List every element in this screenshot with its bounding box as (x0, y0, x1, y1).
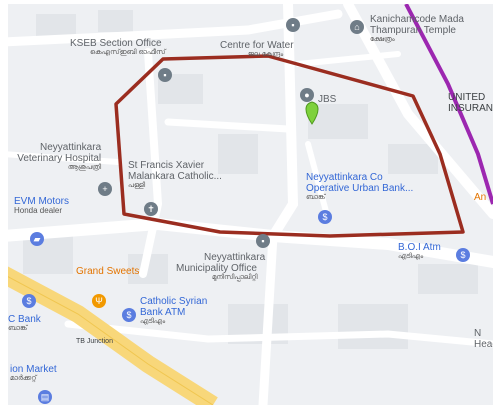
place-c-bank[interactable]: C Bank ബാങ്ക് (8, 314, 41, 332)
place-municipality-office[interactable]: Neyyattinkara Municipality Office മുനിസി… (176, 252, 266, 281)
building-icon[interactable]: ▪ (256, 234, 270, 248)
place-an[interactable]: An (474, 192, 487, 203)
place-coop-urban-bank[interactable]: Neyyattinkara Co Operative Urban Bank...… (306, 172, 414, 201)
location-marker-icon[interactable] (305, 101, 319, 125)
hospital-icon[interactable]: + (98, 182, 112, 196)
place-united-insurance[interactable]: UNITED INSURANCE C (448, 92, 493, 114)
place-temple[interactable]: Kanichamcode Mada Thampuran Temple ക്ഷേത… (370, 14, 464, 43)
place-head[interactable]: N Head (474, 328, 493, 350)
place-market[interactable]: ion Market മാർക്കറ്റ് (10, 364, 57, 382)
place-evm-motors[interactable]: EVM Motors Honda dealer (14, 196, 70, 215)
place-boi-atm[interactable]: B.O.I Atm എടിഎം (398, 242, 441, 260)
building-icon[interactable]: ▪ (286, 18, 300, 32)
food-icon[interactable]: Ψ (92, 294, 106, 308)
temple-icon[interactable]: ⌂ (350, 20, 364, 34)
car-icon[interactable]: ▰ (30, 232, 44, 246)
transit-line (404, 4, 493, 205)
place-st-francis-church[interactable]: St Francis Xavier Malankara Catholic... … (128, 160, 222, 189)
major-road-edge (8, 276, 214, 405)
place-grand-sweets[interactable]: Grand Sweets (76, 266, 140, 277)
building-icon[interactable]: ▪ (158, 68, 172, 82)
place-tb-junction[interactable]: TB Junction (76, 338, 113, 345)
bank-icon[interactable]: $ (22, 294, 36, 308)
church-icon[interactable]: ✝ (144, 202, 158, 216)
place-veterinary-hospital[interactable]: Neyyattinkara Veterinary Hospital ആശുപത്… (17, 142, 102, 171)
atm-icon[interactable]: $ (456, 248, 470, 262)
shop-icon[interactable]: ▤ (38, 390, 52, 404)
map-viewport[interactable]: KSEB Section Office കെഎസ്ഇബി ഓഫീസ് ▪ Cen… (8, 4, 493, 405)
atm-icon[interactable]: $ (122, 308, 136, 322)
area-boundary[interactable] (114, 54, 465, 238)
bank-icon[interactable]: $ (318, 210, 332, 224)
place-jbs[interactable]: JBS (318, 94, 337, 105)
place-catholic-syrian-atm[interactable]: Catholic Syrian Bank ATM എടിഎം (140, 296, 208, 325)
place-centre-for-water[interactable]: Centre for Water ജല കേന്ദ്രം (220, 40, 294, 58)
map-base-layer (8, 4, 493, 405)
place-kseb[interactable]: KSEB Section Office കെഎസ്ഇബി ഓഫീസ് (70, 38, 166, 56)
pin-icon[interactable]: ● (300, 88, 314, 102)
